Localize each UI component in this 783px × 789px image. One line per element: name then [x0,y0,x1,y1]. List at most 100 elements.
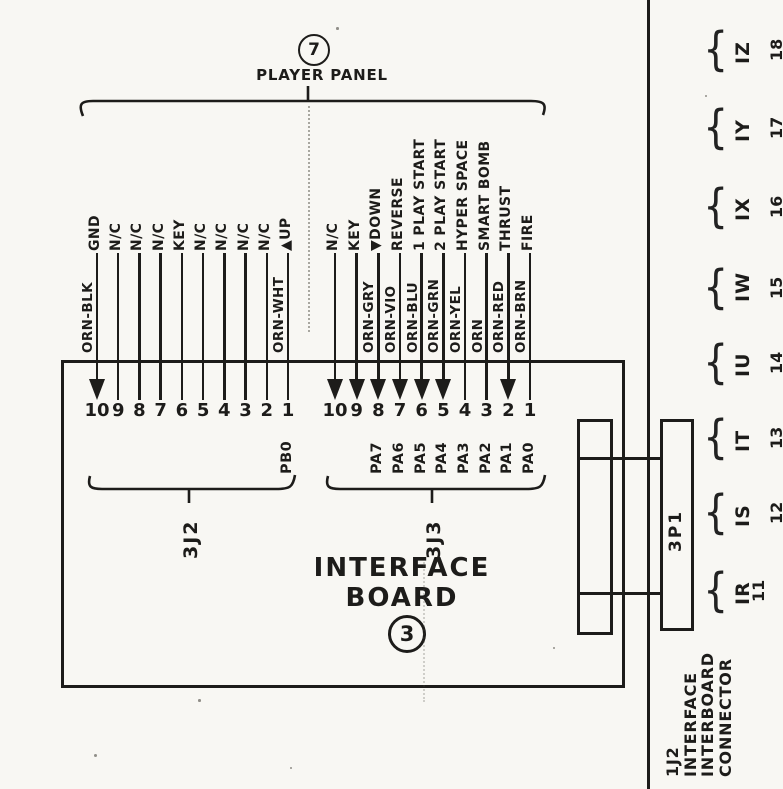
player-panel-number: 7 [308,40,320,60]
port-label-pb0: PB0 [279,440,295,474]
wire-color-label: ORN-BRN [513,279,530,353]
pin-number: 8 [372,400,385,421]
wire-color-label: ORN-WHT [270,276,287,353]
interboard-wire [578,457,661,460]
edge-connector-fingers [577,419,613,635]
signal-label: GND [87,214,103,251]
connector-brace-icon: { [703,22,729,76]
pin-number: 2 [260,400,274,421]
interboard-pin-label: IW [732,271,754,302]
signal-label: THRUST [498,185,515,251]
interboard-wire [578,592,661,595]
pin-number: 2 [502,400,515,421]
connector-3j2-label: 3J2 [180,519,202,559]
interboard-pin-label: IS [732,504,754,527]
connector-brace-icon: { [703,179,729,233]
pin-number: 6 [415,400,428,421]
wire-3j2 [117,253,120,400]
pin-number: 4 [218,400,231,421]
wire-color-label: ORN-RED [491,280,508,353]
port-label: PA4 [434,441,451,474]
player-panel-brace [79,99,546,117]
scan-speck [336,27,339,30]
signal-label: HYPER SPACE [455,139,472,251]
pin-number: 1 [523,400,537,421]
player-panel-circle: 7 [298,34,330,66]
interboard-pin-label: IU [732,352,754,378]
wire-color-label: ORN-YEL [448,285,465,353]
signal-label: FIRE [520,214,537,251]
interboard-connector-line: INTERBOARD [698,652,717,777]
port-label: PA0 [521,441,538,474]
scan-speck [290,767,292,769]
connector-3p1-body [660,419,694,631]
wire-3j3 [485,253,488,400]
connector-brace-icon: { [703,260,729,314]
board-number: 3 [399,622,415,646]
board-title-line1: INTERFACE [313,553,491,583]
interface-board-outline [61,360,625,688]
signal-label: N/C [150,222,167,251]
wire-3j2 [244,253,247,400]
pin-number: 6 [175,400,189,421]
pin-number: 10 [84,400,110,421]
connector-brace-icon: { [703,485,729,539]
scan-speck [198,699,201,702]
player-panel-label: PLAYER PANEL [256,66,388,84]
port-label: PA1 [499,441,516,474]
interboard-connector-line: INTERFACE [680,672,700,777]
interboard-pin-number: 18 [767,38,783,61]
signal-label: REVERSE [390,177,406,251]
connector-brace-icon: { [703,100,729,154]
wire-3j3 [355,253,358,380]
board-title-line2: BOARD [345,583,459,613]
wire-color-label: ORN-GRN [426,278,443,353]
wire-color-label: ORN-GRY [361,280,378,353]
interboard-pin-label: IX [732,197,754,221]
interboard-pin-number: 17 [767,116,783,139]
board-number-circle: 3 [388,615,426,653]
interboard-connector-line: CONNECTOR [715,658,735,777]
connector-3p1-label: 3P1 [666,509,686,552]
signal-label: N/C [193,222,210,251]
interboard-pin-label: IY [732,119,754,142]
interboard-connector-line: 1J2 [663,746,682,777]
signal-label: ▼DOWN [368,187,385,251]
wire-3j3 [507,253,510,380]
interboard-pin-label: IZ [732,41,754,64]
pin-number: 9 [350,400,363,421]
wire-color-label: ORN-BLK [80,282,96,353]
pin-number: 3 [480,400,493,421]
wire-arrowhead [348,379,365,400]
signal-label: N/C [129,222,146,251]
wire-3j2 [180,253,184,400]
interboard-connector-label: 1J2 INTERFACE INTERBOARD CONNECTOR [663,652,735,777]
wire-3j3 [377,253,380,380]
pin-number: 7 [154,400,167,421]
pin-number: 3 [239,400,252,421]
pin-number: 10 [322,400,348,421]
signal-label: N/C [235,222,252,251]
wire-3j2 [159,253,162,400]
signal-label: N/C [325,222,341,251]
wire-3j3 [463,253,467,400]
wire-arrowhead [370,379,387,400]
connector-brace-icon: { [703,410,729,464]
wire-arrowhead [500,379,517,400]
wire-arrowhead [392,379,408,400]
port-label: PA3 [456,441,473,474]
interboard-boundary-line [647,0,650,789]
pin-number: 4 [458,400,472,421]
scan-fold-line [308,106,310,332]
interboard-pin-label: IT [732,429,754,452]
wire-3j2 [265,253,268,400]
scan-speck [94,754,97,757]
wire-3j3 [442,253,445,380]
interboard-pin-number: 15 [767,276,783,299]
port-label: PA6 [391,441,407,474]
wire-3j3 [528,253,532,400]
interboard-pin-number: 14 [767,351,783,374]
port-label: PA5 [412,441,429,474]
wire-arrowhead [89,379,105,400]
